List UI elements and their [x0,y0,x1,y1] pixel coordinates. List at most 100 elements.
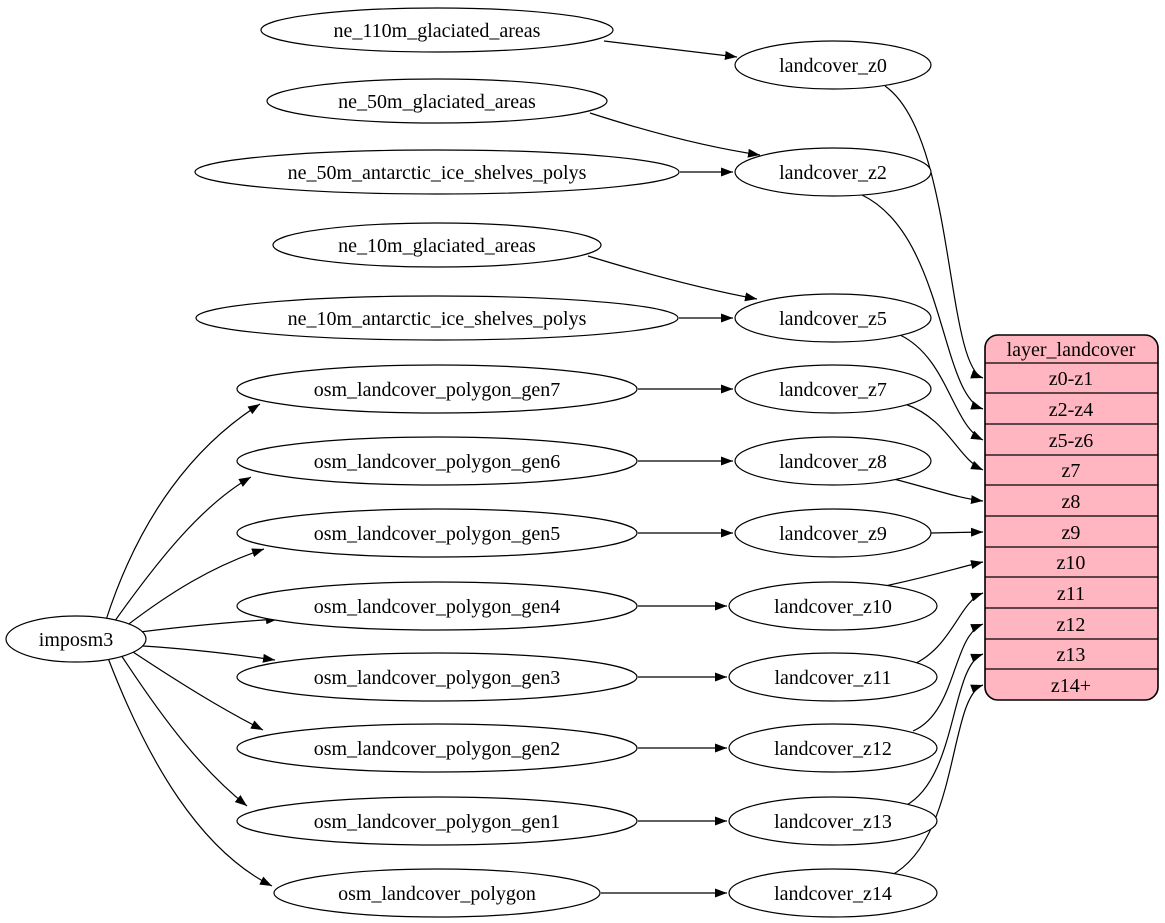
edge-imposm3-osm_landcover_polygon_gen5 [120,548,265,631]
table-row-label: z9 [1062,522,1081,544]
node-label: ne_50m_glaciated_areas [338,91,536,113]
node-label: ne_10m_antarctic_ice_shelves_polys [288,308,587,330]
node-ellipse [728,796,938,846]
node-label: osm_landcover_polygon [338,883,536,905]
node-label: landcover_z13 [774,811,892,833]
node-ellipse [194,149,680,195]
node-label: ne_110m_glaciated_areas [334,20,541,42]
node-imposm3: imposm3 [5,615,147,663]
edge-imposm3-osm_landcover_polygon_gen4 [139,615,279,633]
node-ellipse [272,222,602,268]
node-ne_110m_glaciated_areas: ne_110m_glaciated_areas [260,7,614,53]
node-label: landcover_z0 [779,55,887,77]
edge-landcover_z0-row-z0-z1 [884,85,984,379]
node-ellipse [5,615,147,663]
node-ellipse [734,364,932,414]
node-ellipse [236,723,638,773]
node-landcover_z13: landcover_z13 [728,796,938,846]
node-label: landcover_z11 [775,667,892,689]
node-landcover_z5: landcover_z5 [734,293,932,343]
node-ne_50m_antarctic_ice_shelves_polys: ne_50m_antarctic_ice_shelves_polys [194,149,680,195]
node-ellipse [236,796,638,846]
node-landcover_z2: landcover_z2 [734,147,932,197]
edge-landcover_z11-row-z11 [906,592,984,668]
node-ellipse [728,652,938,702]
table-row-label: z7 [1062,460,1081,482]
node-osm_landcover_polygon_gen7: osm_landcover_polygon_gen7 [236,364,638,414]
edge-imposm3-osm_landcover_polygon_gen3 [142,645,276,663]
edge-imposm3-osm_landcover_polygon_gen7 [105,403,261,621]
node-label: ne_10m_glaciated_areas [338,235,536,257]
node-osm_landcover_polygon_gen6: osm_landcover_polygon_gen6 [236,436,638,486]
edge-landcover_z7-row-z7 [904,403,984,471]
node-ne_50m_glaciated_areas: ne_50m_glaciated_areas [266,78,608,124]
table-title: layer_landcover [1007,339,1136,361]
edge-imposm3-osm_landcover_polygon_gen6 [111,476,252,626]
node-landcover_z14: landcover_z14 [728,868,938,918]
table-row-label: z14+ [1051,675,1091,697]
node-osm_landcover_polygon_gen4: osm_landcover_polygon_gen4 [236,581,638,631]
node-ellipse [734,293,932,343]
edge-ne_50m_glaciated_areas-landcover_z2 [589,112,761,158]
nodes: imposm3 ne_110m_glaciated_areas ne_50m_g… [5,7,938,918]
node-label: landcover_z8 [779,451,887,473]
node-label: osm_landcover_polygon_gen1 [314,811,561,833]
node-ellipse [236,436,638,486]
edge-landcover_z2-row-z2-z4 [861,194,984,410]
node-ellipse [734,40,932,90]
node-label: osm_landcover_polygon_gen3 [314,667,561,689]
node-label: osm_landcover_polygon_gen7 [314,379,561,401]
node-landcover_z0: landcover_z0 [734,40,932,90]
node-ellipse [734,508,932,558]
edge-ne_10m_glaciated_areas-landcover_z5 [587,255,758,302]
node-label: landcover_z9 [779,523,887,545]
table-row-label: z5-z6 [1049,430,1093,452]
node-ellipse [236,364,638,414]
table-row-label: z10 [1057,552,1086,574]
node-osm_landcover_polygon_gen3: osm_landcover_polygon_gen3 [236,652,638,702]
table-row-label: z11 [1057,583,1085,605]
node-ellipse [734,436,932,486]
edge-landcover_z5-row-z5-z6 [899,334,984,441]
node-ellipse [728,868,938,918]
node-ellipse [734,147,932,197]
node-landcover_z8: landcover_z8 [734,436,932,486]
node-label: osm_landcover_polygon_gen6 [314,451,561,473]
table-row-label: z2-z4 [1049,399,1093,421]
table-row-label: z13 [1057,644,1086,666]
edge-imposm3-osm_landcover_polygon_gen1 [120,654,248,807]
node-ne_10m_antarctic_ice_shelves_polys: ne_10m_antarctic_ice_shelves_polys [195,295,679,341]
table-row-label: z12 [1057,614,1086,636]
edge-imposm3-osm_landcover_polygon [107,657,273,887]
node-label: ne_50m_antarctic_ice_shelves_polys [288,162,587,184]
node-label: landcover_z2 [779,162,887,184]
edge-landcover_z8-row-z8 [889,477,984,505]
node-label: landcover_z14 [774,883,892,905]
node-ellipse [195,295,679,341]
node-landcover_z12: landcover_z12 [728,723,938,773]
node-landcover_z7: landcover_z7 [734,364,932,414]
node-label: osm_landcover_polygon_gen2 [314,738,561,760]
node-landcover_z10: landcover_z10 [728,581,938,631]
table-row-label: z8 [1062,491,1081,513]
edges [105,40,984,898]
node-ellipse [266,78,608,124]
node-label: landcover_z12 [774,738,892,760]
node-osm_landcover_polygon_gen5: osm_landcover_polygon_gen5 [236,508,638,558]
node-ne_10m_glaciated_areas: ne_10m_glaciated_areas [272,222,602,268]
node-label: landcover_z7 [779,379,887,401]
edge-landcover_z9-row-z9 [930,527,984,537]
node-label: osm_landcover_polygon_gen4 [314,596,561,618]
table-outline [984,334,1159,701]
node-ellipse [236,652,638,702]
node-ellipse [236,581,638,631]
edge-ne_110m_glaciated_areas-landcover_z0 [603,40,738,60]
table-row-label: z0-z1 [1049,368,1093,390]
node-ellipse [236,508,638,558]
node-osm_landcover_polygon_gen2: osm_landcover_polygon_gen2 [236,723,638,773]
edge-landcover_z12-row-z12 [912,623,984,732]
node-landcover_z11: landcover_z11 [728,652,938,702]
node-ellipse [728,581,938,631]
